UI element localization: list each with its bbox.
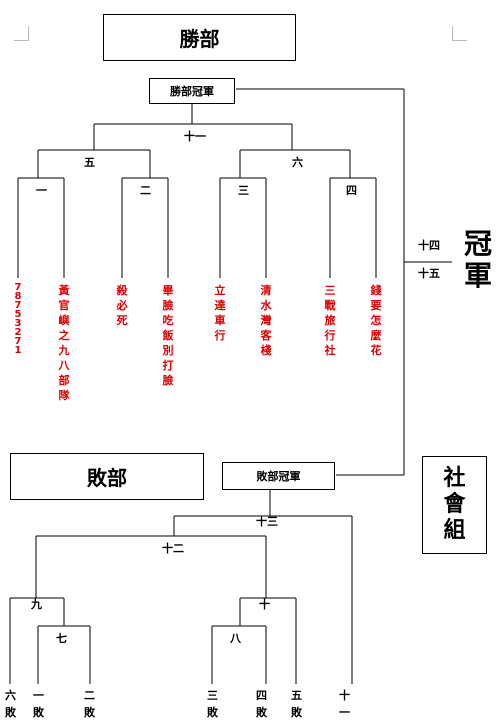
social-group-title: 社會組 — [443, 466, 466, 543]
loser-entry-tag: 敗 — [207, 706, 218, 719]
loser-entry-game: 三 — [207, 689, 218, 702]
team-name: 立達車行 — [214, 284, 226, 342]
winners-m3-label: 三 — [238, 184, 249, 197]
loser-entry-game: 五 — [291, 689, 302, 702]
winners-champion-label: 勝部冠軍 — [170, 85, 214, 98]
team-name: 78753271 — [14, 282, 22, 356]
team-name: 黃官嶼之九八部隊 — [58, 284, 70, 402]
losers-nine-label: 九 — [31, 598, 42, 611]
winners-m2-label: 二 — [140, 184, 151, 197]
losers-final-label: 十三 — [256, 515, 278, 528]
corner-mark-top-left — [14, 26, 29, 41]
champion-title: 冠軍 — [463, 227, 492, 292]
team-name: 錢要怎麼花 — [370, 284, 382, 357]
winners-final-label: 十一 — [184, 130, 206, 143]
winners-m1-label: 一 — [36, 184, 47, 197]
team-name: 清水灣客棧 — [260, 284, 272, 357]
loser-entry-game: 二 — [84, 689, 95, 702]
team-name: 畢臉吃飯別打臉 — [162, 284, 174, 387]
losers-title: 敗部 — [87, 466, 127, 490]
losers-seven-label: 七 — [56, 632, 67, 645]
loser-entry-tag: 敗 — [5, 706, 16, 719]
losers-champion-box: 敗部冠軍 — [222, 462, 335, 490]
losers-champion-label: 敗部冠軍 — [256, 470, 301, 483]
loser-entry-tag: 敗 — [291, 706, 302, 719]
loser-entry-game: 十 — [339, 689, 350, 702]
loser-entry-game: 四 — [256, 689, 267, 702]
grand-final-game-label: 十五 — [418, 267, 440, 280]
loser-entry-game: 六 — [5, 689, 16, 702]
winners-right-label: 六 — [292, 156, 303, 169]
winners-champion-box: 勝部冠軍 — [149, 78, 235, 104]
social-group-box: 社會組 — [422, 456, 487, 554]
losers-semi-label: 十二 — [162, 542, 184, 555]
corner-mark-top-right — [452, 26, 467, 41]
losers-eight-label: 八 — [230, 632, 241, 645]
loser-entry-tag: 敗 — [256, 706, 267, 719]
winners-left-label: 五 — [84, 156, 95, 169]
losers-title-box: 敗部 — [10, 453, 204, 500]
winners-title-box: 勝部 — [103, 14, 296, 61]
winners-title: 勝部 — [179, 27, 220, 51]
grand-final-game-label: 十四 — [418, 239, 440, 252]
loser-entry-tag: 敗 — [33, 706, 44, 719]
loser-entry-game: 一 — [33, 689, 44, 702]
losers-ten-label: 十 — [259, 598, 270, 611]
loser-entry-tag: 敗 — [84, 706, 95, 719]
team-name: 三戰旅行社 — [324, 284, 336, 357]
team-name: 殺必死 — [116, 284, 128, 327]
winners-m4-label: 四 — [346, 184, 357, 197]
loser-entry-tag: 一 — [339, 706, 350, 719]
